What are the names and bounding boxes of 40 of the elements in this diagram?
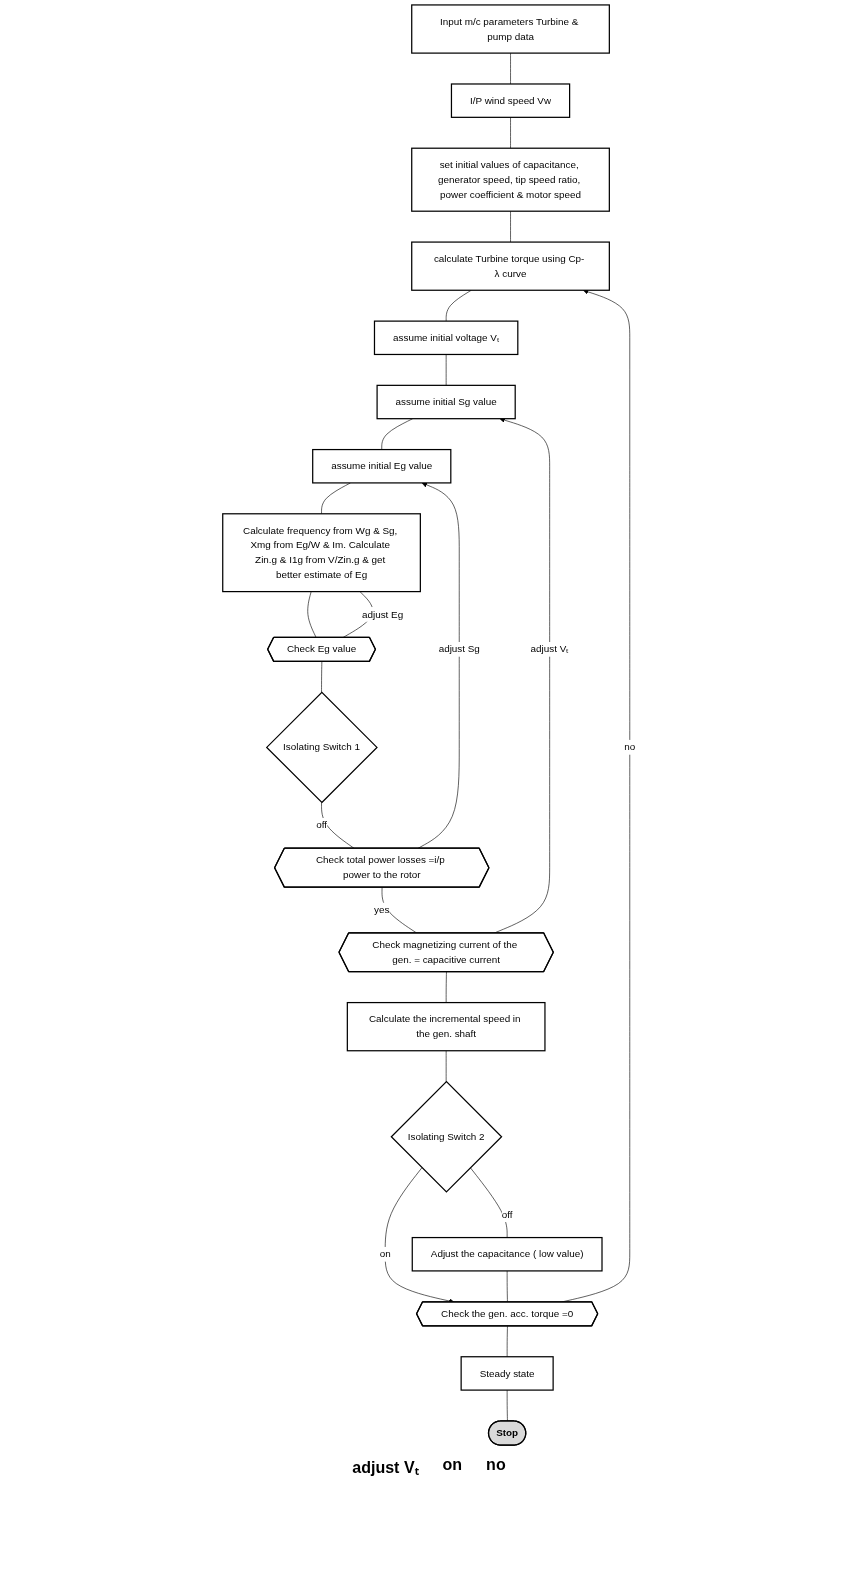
connector xyxy=(506,1389,508,1422)
connector xyxy=(445,354,447,386)
edge-label: yes xyxy=(374,904,390,915)
node-diamond: Isolating Switch 1 xyxy=(265,691,378,804)
connector xyxy=(321,482,351,515)
node-box: set initial values of capacitance, generator speed, tip speed ratio, power coefficient & motor speed xyxy=(411,147,610,212)
connector xyxy=(445,971,447,1003)
note-label: on xyxy=(442,1456,463,1475)
edge-label: off xyxy=(501,1209,513,1220)
node-box: assume initial voltage Vₜ xyxy=(373,320,519,356)
edge-label: on xyxy=(379,1248,391,1260)
note-label: adjust Vₜ xyxy=(352,1458,419,1478)
edge-label: off xyxy=(316,819,327,831)
edge-label: no xyxy=(624,741,636,753)
connector xyxy=(470,1167,508,1238)
node-diamond: Isolating Switch 2 xyxy=(390,1080,503,1193)
connector xyxy=(510,117,511,149)
connector xyxy=(510,210,511,243)
note-label: no xyxy=(486,1456,506,1475)
connector xyxy=(381,418,413,450)
edge-label: adjust Eg xyxy=(361,608,404,620)
connector xyxy=(445,1050,447,1082)
connector xyxy=(321,661,323,693)
edge-label: adjust Vₜ xyxy=(530,643,569,655)
node-box: assume initial Sg value xyxy=(376,384,516,420)
node-box: I/P wind speed Vw xyxy=(450,83,571,118)
node-box: Calculate the incremental speed in the gen. shaft xyxy=(346,1001,546,1052)
node-box: Input m/c parameters Turbine & pump data xyxy=(411,4,610,54)
connector xyxy=(445,289,472,322)
connector xyxy=(321,802,355,849)
connector xyxy=(510,52,511,85)
connector xyxy=(506,1325,508,1358)
connector xyxy=(307,591,317,638)
node-box: Steady state xyxy=(460,1356,554,1391)
node-box: calculate Turbine torque using Cp- λ curve xyxy=(411,241,610,291)
node-box: Calculate frequency from Wg & Sg, Xmg from Eg/W & Im. Calculate Zin.g & I1g from V/Zin.g & get better estimate of Eg xyxy=(222,513,421,593)
node-box: assume initial Eg value xyxy=(312,448,452,484)
edge-label: adjust Sg xyxy=(438,643,480,655)
node-box: Adjust the capacitance ( low value) xyxy=(411,1236,603,1272)
connector xyxy=(506,1270,508,1303)
